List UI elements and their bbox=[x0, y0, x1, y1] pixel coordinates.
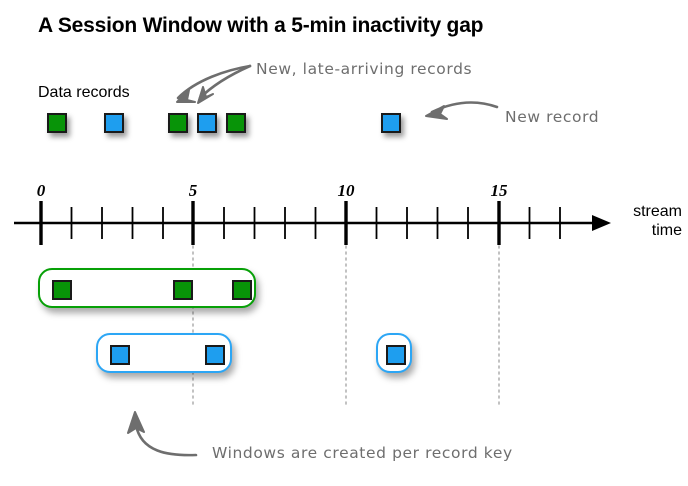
windowed-record-blue-2 bbox=[205, 345, 225, 365]
axis-tick-label-10: 10 bbox=[337, 181, 355, 200]
axis-major-ticks bbox=[39, 201, 501, 245]
data-record-blue-3 bbox=[381, 113, 401, 133]
axis-tick-label-15: 15 bbox=[490, 181, 508, 200]
late-arrow-1-curve bbox=[176, 64, 252, 100]
page-title: A Session Window with a 5-min inactivity… bbox=[38, 14, 484, 37]
data-record-green-1 bbox=[47, 113, 67, 133]
new-record-arrow-head-icon bbox=[425, 105, 448, 120]
stream-time-axis-label: stream time bbox=[633, 203, 682, 239]
annotation-windows-per-key: Windows are created per record key bbox=[212, 444, 513, 462]
data-records-label: Data records bbox=[38, 84, 130, 101]
per-key-arrow-head-icon bbox=[127, 411, 145, 434]
windowed-record-blue-1 bbox=[110, 345, 130, 365]
annotation-late-arriving-records: New, late-arriving records bbox=[256, 60, 473, 78]
data-record-green-3 bbox=[226, 113, 246, 133]
data-record-blue-1 bbox=[104, 113, 124, 133]
windowed-record-blue-3 bbox=[386, 345, 406, 365]
axis-tick-label-0: 0 bbox=[36, 181, 46, 200]
axis-minor-ticks bbox=[70, 207, 561, 239]
data-record-blue-2 bbox=[197, 113, 217, 133]
per-key-arrow bbox=[134, 423, 198, 457]
axis-tick-label-5: 5 bbox=[188, 181, 198, 200]
per-key-arrow-curve bbox=[134, 423, 198, 457]
session-window-blue-2 bbox=[376, 333, 412, 373]
new-record-arrow bbox=[430, 101, 499, 114]
session-window-green bbox=[38, 268, 256, 308]
windowed-record-green-3 bbox=[232, 280, 252, 300]
windowed-record-green-2 bbox=[173, 280, 193, 300]
session-window-blue-1 bbox=[96, 333, 232, 373]
windowed-record-green-1 bbox=[52, 280, 72, 300]
stream-time-axis bbox=[14, 201, 611, 245]
late-arrow-1-head-icon bbox=[176, 89, 196, 103]
guide-lines bbox=[192, 239, 500, 407]
annotation-new-record: New record bbox=[505, 108, 600, 126]
new-record-arrow-curve bbox=[430, 101, 499, 114]
late-arriving-arrows bbox=[176, 64, 252, 100]
late-arrow-2-curve bbox=[198, 64, 252, 100]
axis-arrowhead-icon bbox=[592, 215, 611, 231]
data-record-green-2 bbox=[168, 113, 188, 133]
late-arrow-2-head-icon bbox=[197, 86, 214, 104]
